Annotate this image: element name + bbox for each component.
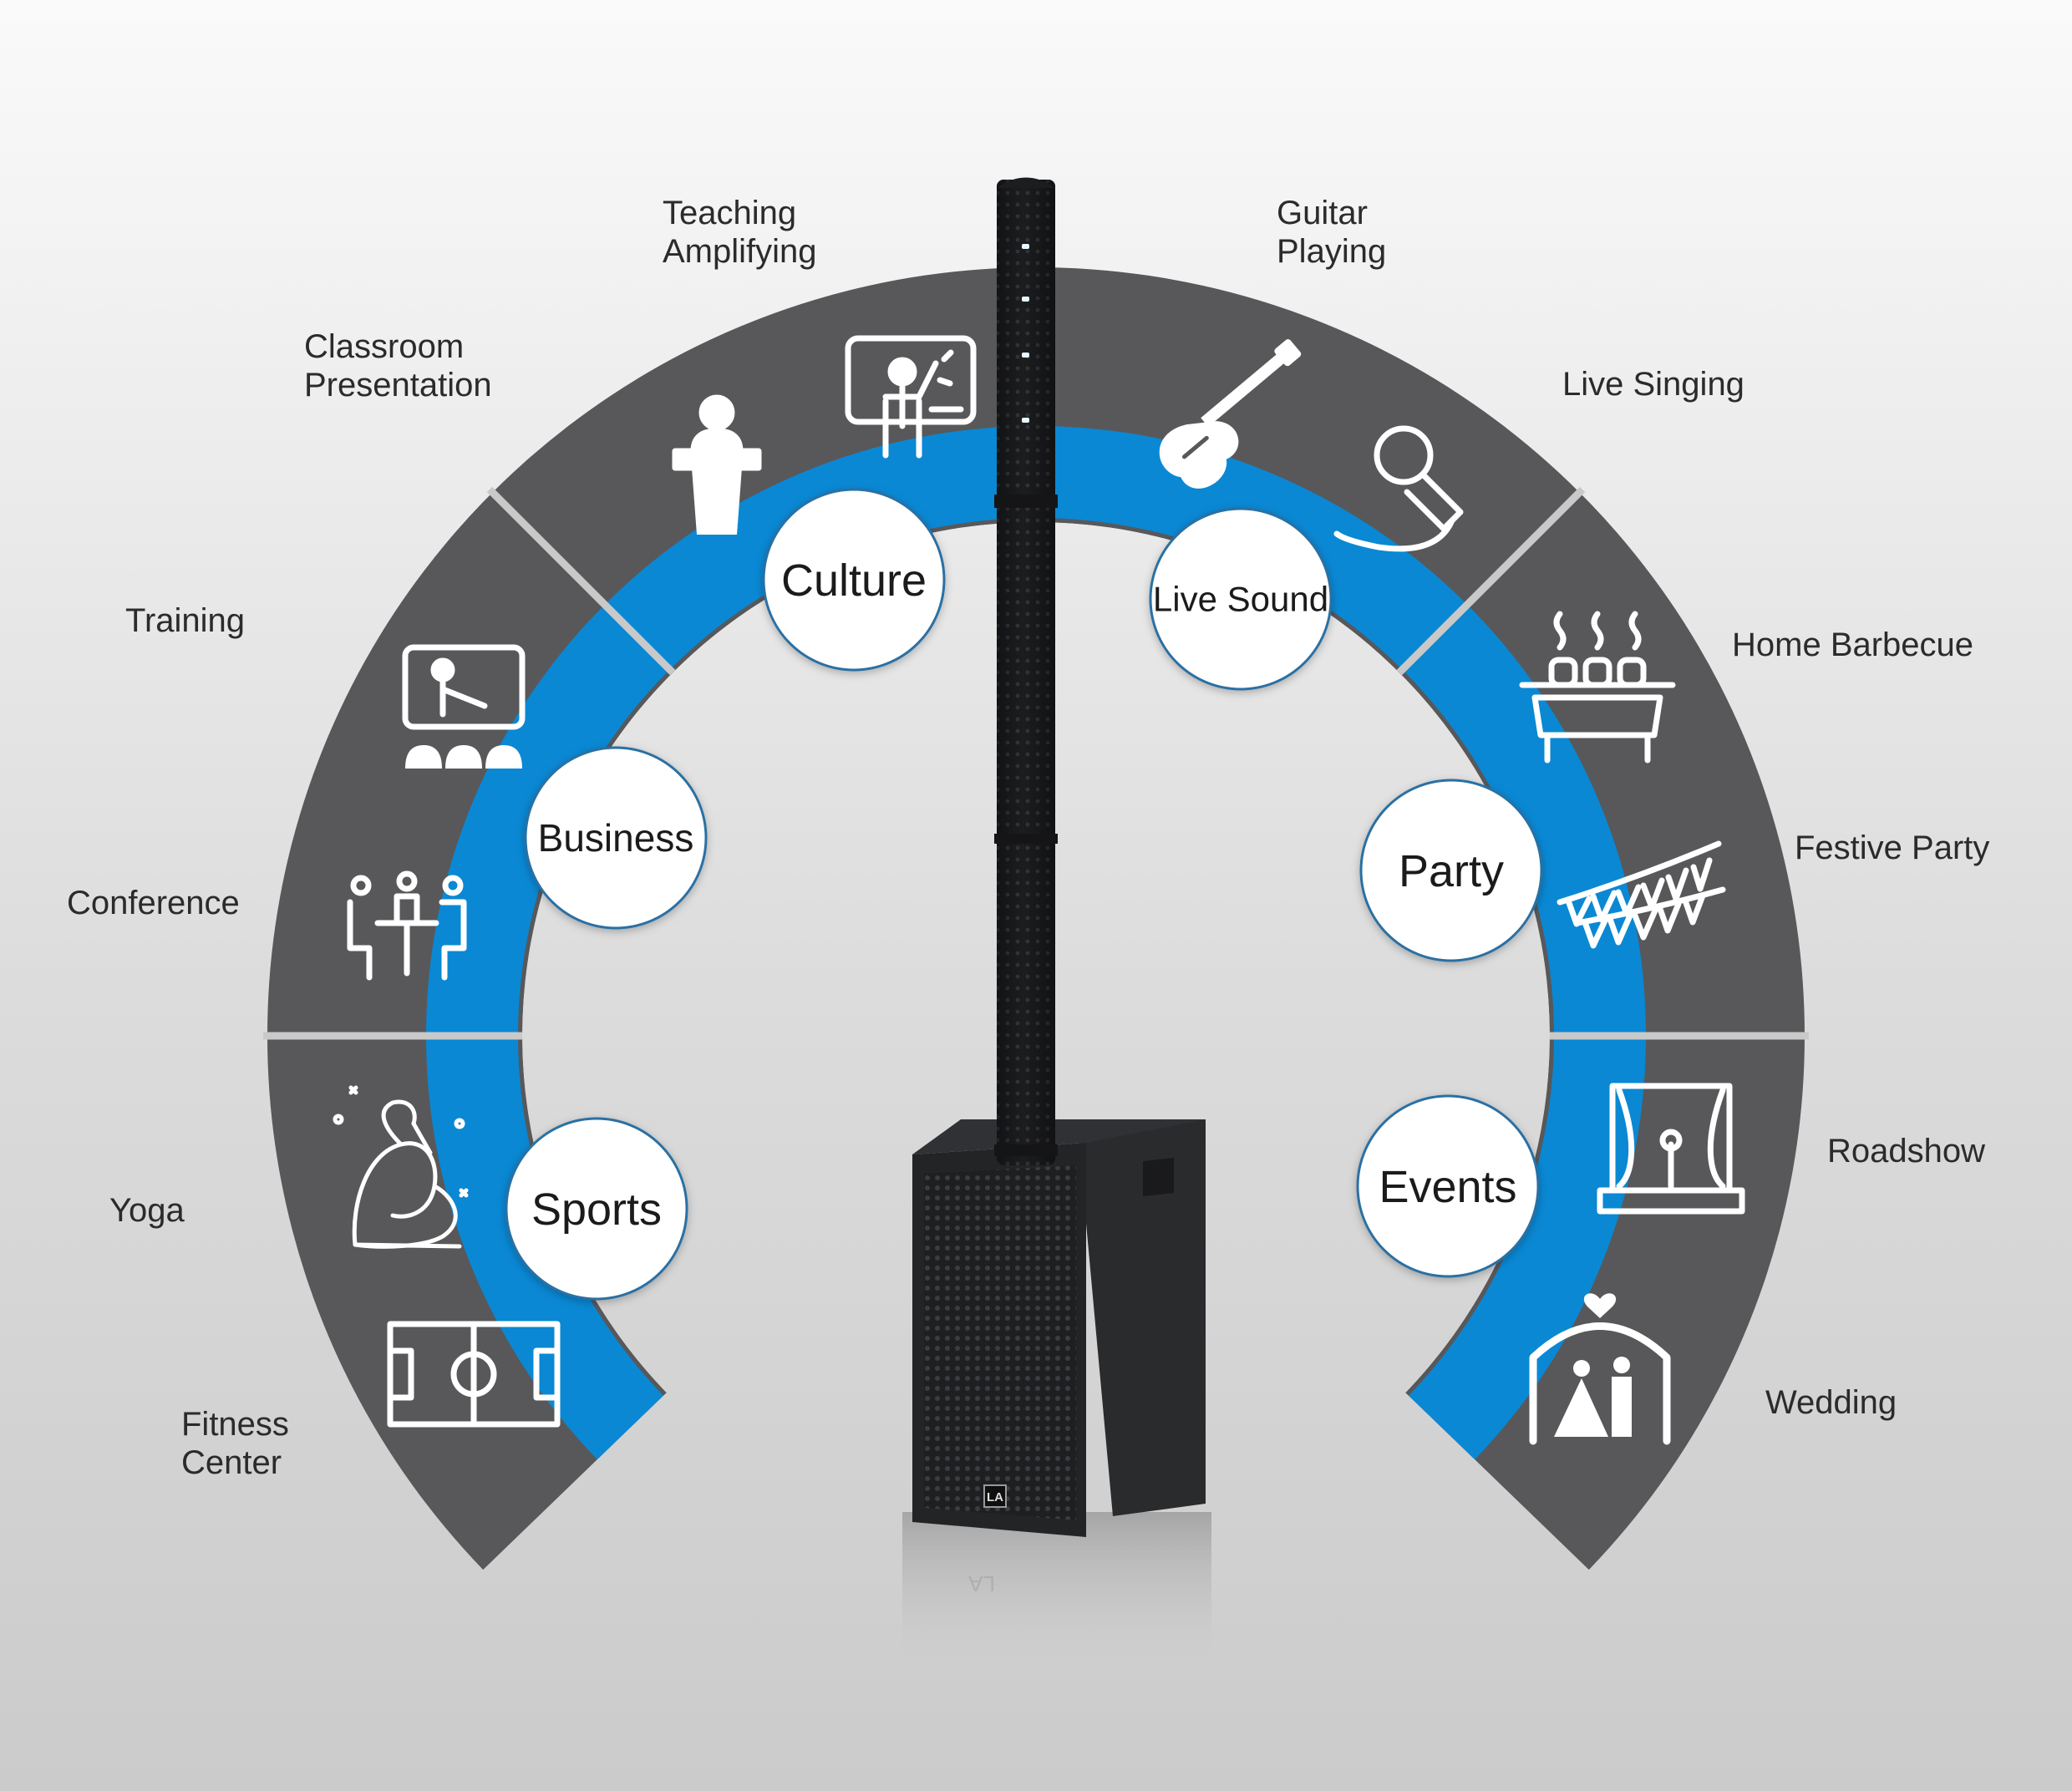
category-badge-culture: Culture <box>762 488 946 672</box>
scenario-label: Conference <box>67 885 240 921</box>
category-badge-sports: Sports <box>505 1117 688 1301</box>
category-badge-business: Business <box>524 746 708 930</box>
yoga-pose-icon <box>333 1085 469 1249</box>
sector-left <box>267 266 1037 1570</box>
wedding-couple-icon <box>1529 1293 1671 1445</box>
sector-divider <box>1396 486 1586 676</box>
floor-reflection <box>902 1512 1211 1671</box>
scenario-label: Training <box>125 602 245 639</box>
category-badge-party: Party <box>1359 779 1543 962</box>
microphone-icon <box>1333 425 1464 552</box>
scenario-label: Home Barbecue <box>1732 627 1973 663</box>
dividers-layer <box>263 486 1809 1040</box>
category-label: Live Sound <box>1153 580 1328 619</box>
column-speaker-product: LA LA <box>902 177 1211 1671</box>
electric-guitar-icon <box>1159 339 1302 489</box>
category-badge-live-sound: Live Sound <box>1149 507 1333 691</box>
scenario-label: Festive Party <box>1795 830 1989 866</box>
column-joint-2 <box>994 834 1058 844</box>
scenario-label: Yoga <box>109 1192 185 1229</box>
category-label: Sports <box>531 1185 662 1235</box>
conference-table-icon <box>347 870 467 981</box>
subwoofer-handle <box>1143 1158 1174 1196</box>
teacher-board-icon <box>845 335 977 459</box>
column-joint-1 <box>994 495 1058 508</box>
scenario-label: Wedding <box>1765 1384 1897 1421</box>
sectors-layer <box>267 266 1805 1570</box>
sector-right <box>1036 267 1805 1570</box>
barbecue-grill-icon <box>1519 611 1676 764</box>
scenario-label: Roadshow <box>1827 1133 1985 1169</box>
column-base-joint <box>994 1144 1058 1156</box>
lectern-speaker-icon <box>672 394 762 535</box>
stage-curtain-icon <box>1597 1083 1745 1215</box>
category-label: Party <box>1399 846 1504 896</box>
blue-ring-band <box>425 426 1646 1460</box>
brand-badge <box>983 1484 1007 1508</box>
sector-divider <box>486 486 676 676</box>
category-badge-events: Events <box>1356 1094 1540 1278</box>
scenario-label: Live Singing <box>1562 366 1744 403</box>
logo-reflection: LA <box>968 1571 995 1596</box>
subwoofer-grille <box>924 1165 1076 1520</box>
bunting-flags-icon <box>1557 840 1726 949</box>
training-screen-icon <box>402 644 526 769</box>
subwoofer-top <box>912 1119 1206 1154</box>
category-label: Business <box>538 816 694 860</box>
status-leds <box>1022 244 1029 423</box>
soccer-field-icon <box>387 1321 561 1428</box>
category-label: Events <box>1379 1162 1516 1212</box>
brand-logo: LA <box>987 1490 1003 1504</box>
category-label: Culture <box>781 556 927 606</box>
blue-ring <box>425 426 1646 1460</box>
subwoofer-side <box>1078 1119 1206 1516</box>
